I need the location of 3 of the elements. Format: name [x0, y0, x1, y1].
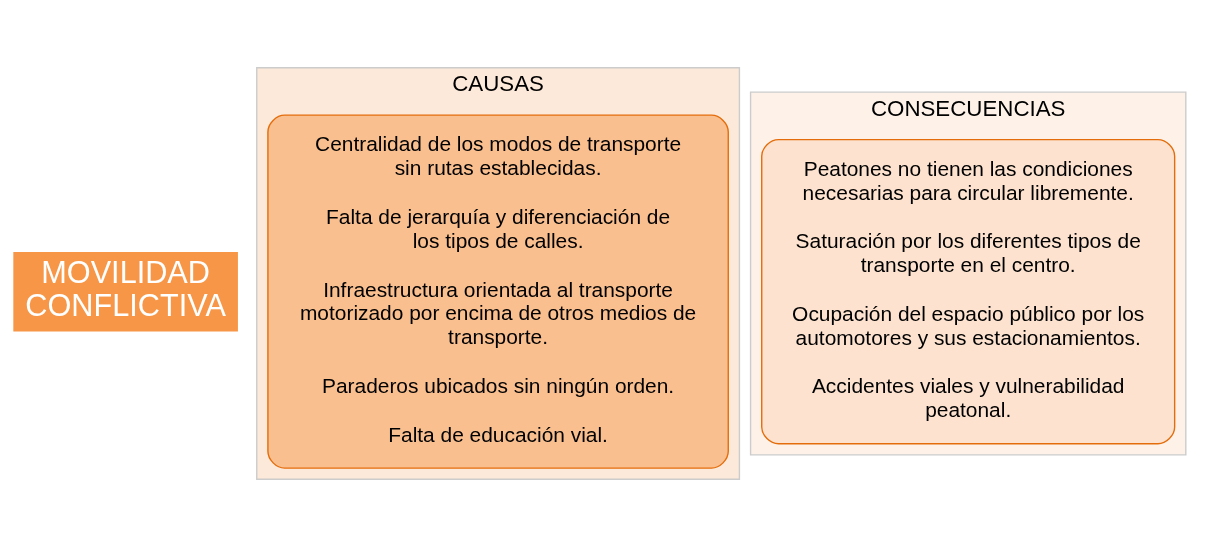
- node-box: Peatones no tienen las condiciones necesarias para circular libremente. Saturación por los diferentes tipos de transporte en el centro. Ocupación del espacio público por los automotores y sus estacionamientos. Accidentes viales y vulnerabilidad peatonal.: [761, 138, 1176, 444]
- node-box: MOVILIDAD CONFLICTIVA: [13, 251, 238, 331]
- node-box: Centralidad de los modos de transporte sin rutas establecidas. Falta de jerarquía y diferenciación de los tipos de calles. Infraestructura orientada al transporte motorizado por encima de otros medios de transporte. Paraderos ubicados sin ningún orden. Falta de educación vial.: [267, 113, 729, 469]
